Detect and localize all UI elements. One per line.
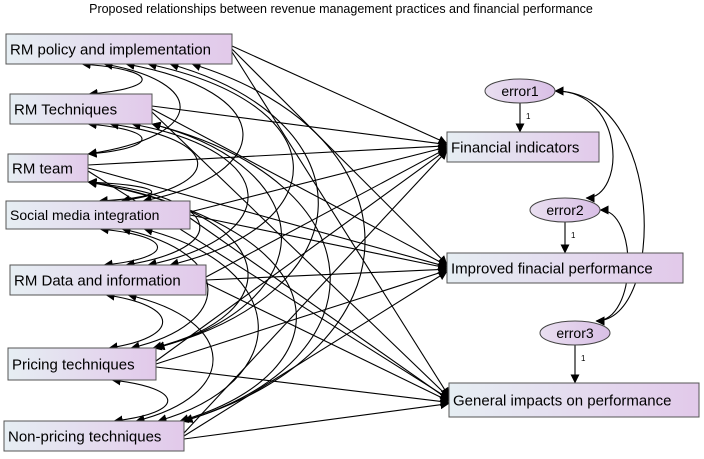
path-nonpricing-to-gen bbox=[183, 400, 450, 440]
path-rm-data-to-fin bbox=[205, 147, 448, 278]
variable-box-social: Social media integration bbox=[5, 200, 191, 230]
variable-box-rm-data-label: RM Data and information bbox=[14, 272, 181, 289]
error-node-label-e2: error2 bbox=[546, 202, 584, 218]
path-nonpricing-to-impr bbox=[183, 271, 448, 437]
covariance-arc-rm-policy-rm-data bbox=[147, 61, 294, 268]
error-weight-e2: 1 bbox=[571, 231, 576, 240]
covariance-arc-rm-data-nonpricing bbox=[127, 292, 214, 424]
path-rm-team-to-fin bbox=[87, 141, 448, 166]
path-rm-team-to-impr bbox=[87, 167, 448, 269]
path-rm-tech-to-fin bbox=[151, 105, 448, 148]
variable-box-rm-team-label: RM team bbox=[12, 160, 73, 177]
path-rm-tech-to-impr bbox=[151, 108, 448, 267]
covariance-arc-rm-policy-pricing bbox=[155, 62, 319, 351]
path-pricing-to-fin bbox=[155, 148, 448, 362]
error-node-e1: error1 bbox=[484, 78, 556, 104]
variable-box-nonpricing: Non-pricing techniques bbox=[3, 420, 185, 452]
variable-box-pricing: Pricing techniques bbox=[7, 347, 157, 381]
path-rm-policy-to-fin bbox=[231, 45, 448, 144]
variable-box-rm-policy: RM policy and implementation bbox=[5, 33, 233, 65]
connections-layer: 1 1 1 bbox=[81, 45, 645, 440]
variable-box-pricing-label: Pricing techniques bbox=[12, 356, 135, 373]
covariance-arc-rm-policy-nonpricing bbox=[183, 62, 366, 423]
variable-box-rm-policy-label: RM policy and implementation bbox=[10, 41, 211, 58]
path-pricing-to-impr bbox=[155, 268, 448, 365]
covariance-arc-pricing-nonpricing bbox=[111, 376, 169, 425]
path-rm-data-to-impr bbox=[205, 265, 448, 281]
diagram-title: Proposed relationships between revenue m… bbox=[89, 2, 593, 16]
outcome-box-impr: Improved finacial performance bbox=[446, 252, 684, 284]
path-social-to-fin bbox=[189, 144, 448, 213]
covariance-arc-rm-tech-nonpricing bbox=[151, 121, 331, 423]
path-rm-policy-to-gen bbox=[231, 51, 450, 397]
error-node-label-e3: error3 bbox=[556, 325, 594, 341]
variable-box-social-label: Social media integration bbox=[10, 207, 159, 223]
path-pricing-to-gen bbox=[155, 366, 450, 406]
path-social-to-impr bbox=[189, 214, 448, 271]
covariance-arc-rm-policy-rm-tech bbox=[81, 60, 143, 98]
error-node-e3: error3 bbox=[539, 320, 611, 346]
variable-box-nonpricing-label: Non-pricing techniques bbox=[8, 428, 161, 445]
covariance-arc-rm-tech-rm-team bbox=[87, 120, 143, 158]
path-rm-tech-to-gen bbox=[151, 111, 450, 398]
error-covariance-e1-e3 bbox=[554, 86, 645, 326]
variable-box-rm-tech-label: RM Techniques bbox=[14, 101, 117, 118]
error-weight-e1: 1 bbox=[526, 112, 531, 121]
outcome-box-impr-label: Improved finacial performance bbox=[451, 260, 653, 277]
covariance-arc-social-rm-data bbox=[99, 225, 159, 269]
nodes-layer: RM policy and implementation RM Technique… bbox=[3, 33, 700, 452]
covariance-arc-social-nonpricing bbox=[143, 226, 259, 423]
outcome-box-gen: General impacts on performance bbox=[448, 382, 700, 418]
path-rm-data-to-gen bbox=[205, 282, 450, 402]
path-rm-policy-to-impr bbox=[231, 48, 448, 265]
error-weight-e3: 1 bbox=[581, 354, 586, 363]
variable-box-rm-tech: RM Techniques bbox=[9, 93, 153, 125]
outcome-box-fin: Financial indicators bbox=[446, 131, 600, 163]
variable-box-rm-team: RM team bbox=[7, 153, 89, 183]
path-nonpricing-to-fin bbox=[183, 150, 448, 434]
outcome-box-gen-label: General impacts on performance bbox=[453, 392, 671, 409]
variable-box-rm-data: RM Data and information bbox=[9, 264, 207, 296]
error-node-label-e1: error1 bbox=[501, 83, 539, 99]
outcome-box-fin-label: Financial indicators bbox=[451, 139, 579, 156]
path-social-to-gen bbox=[189, 217, 450, 401]
error-node-e2: error2 bbox=[529, 197, 601, 223]
